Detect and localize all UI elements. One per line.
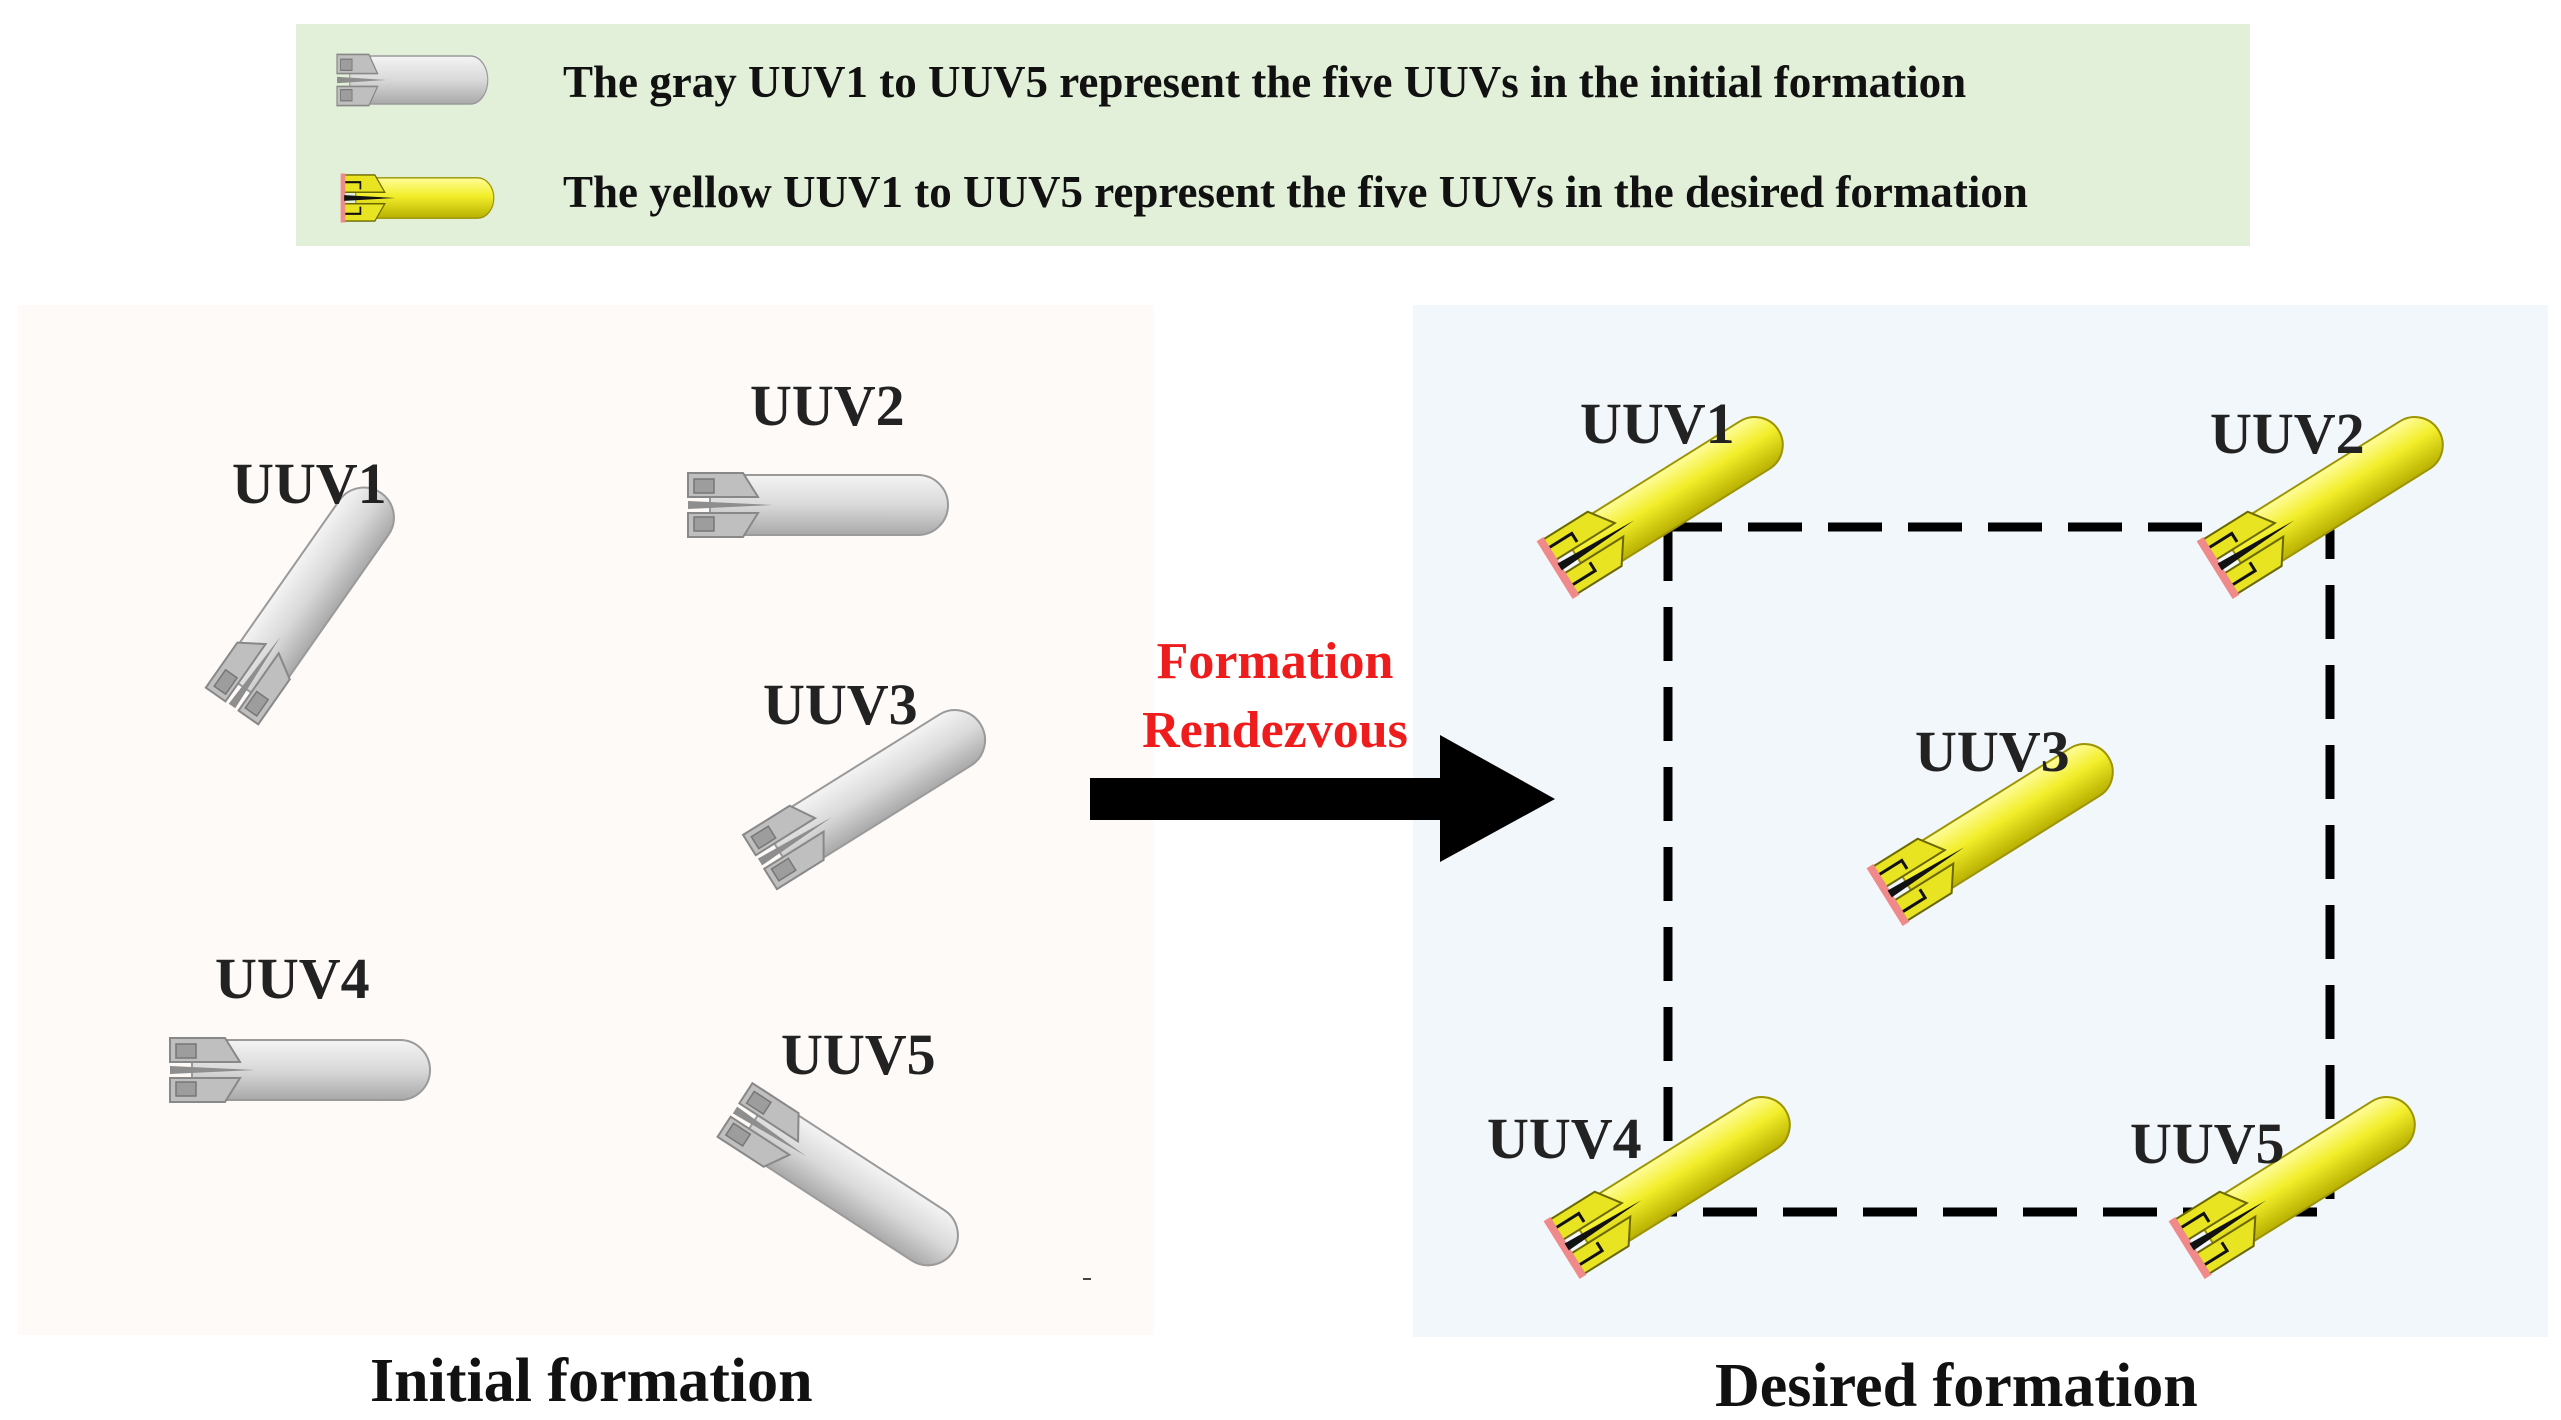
gray-uuv-icon [336,53,489,107]
formation-square [1663,522,2335,1217]
desired-formation-caption: Desired formation [1715,1352,2198,1420]
desired-uuv1-label: UUV1 [1580,391,1735,456]
desired-uuv5-label: UUV5 [2130,1111,2285,1176]
desired-uuv2-label: UUV2 [2210,401,2365,466]
desired-uuv3-label: UUV3 [1915,719,2070,784]
initial-formation-panel [18,305,1153,1335]
initial-formation-caption: Initial formation [370,1347,813,1415]
initial-uuv2-icon [687,472,949,538]
desired-uuv4-label: UUV4 [1487,1106,1642,1171]
legend-gray-text: The gray UUV1 to UUV5 represent the five… [563,57,1967,107]
initial-uuv2-label: UUV2 [750,373,905,438]
initial-uuv4-icon [169,1037,431,1103]
arrow-label-line1: Formation [1156,633,1394,690]
initial-uuv1-label: UUV1 [232,451,387,516]
initial-uuv5-label: UUV5 [781,1022,936,1087]
arrow-label-line2: Rendezvous [1142,701,1408,759]
small-tick-mark [1083,1278,1091,1280]
initial-uuv3-label: UUV3 [763,672,918,737]
rendezvous-arrow-icon [1090,735,1555,862]
arrow-label: Formation Rendezvous [1110,628,1440,765]
legend-box [296,24,2250,246]
initial-uuv4-label: UUV4 [215,946,370,1011]
initial-uuv5-icon [716,1082,972,1280]
yellow-uuv-icon [339,172,495,224]
legend-yellow-text: The yellow UUV1 to UUV5 represent the fi… [563,167,2028,217]
